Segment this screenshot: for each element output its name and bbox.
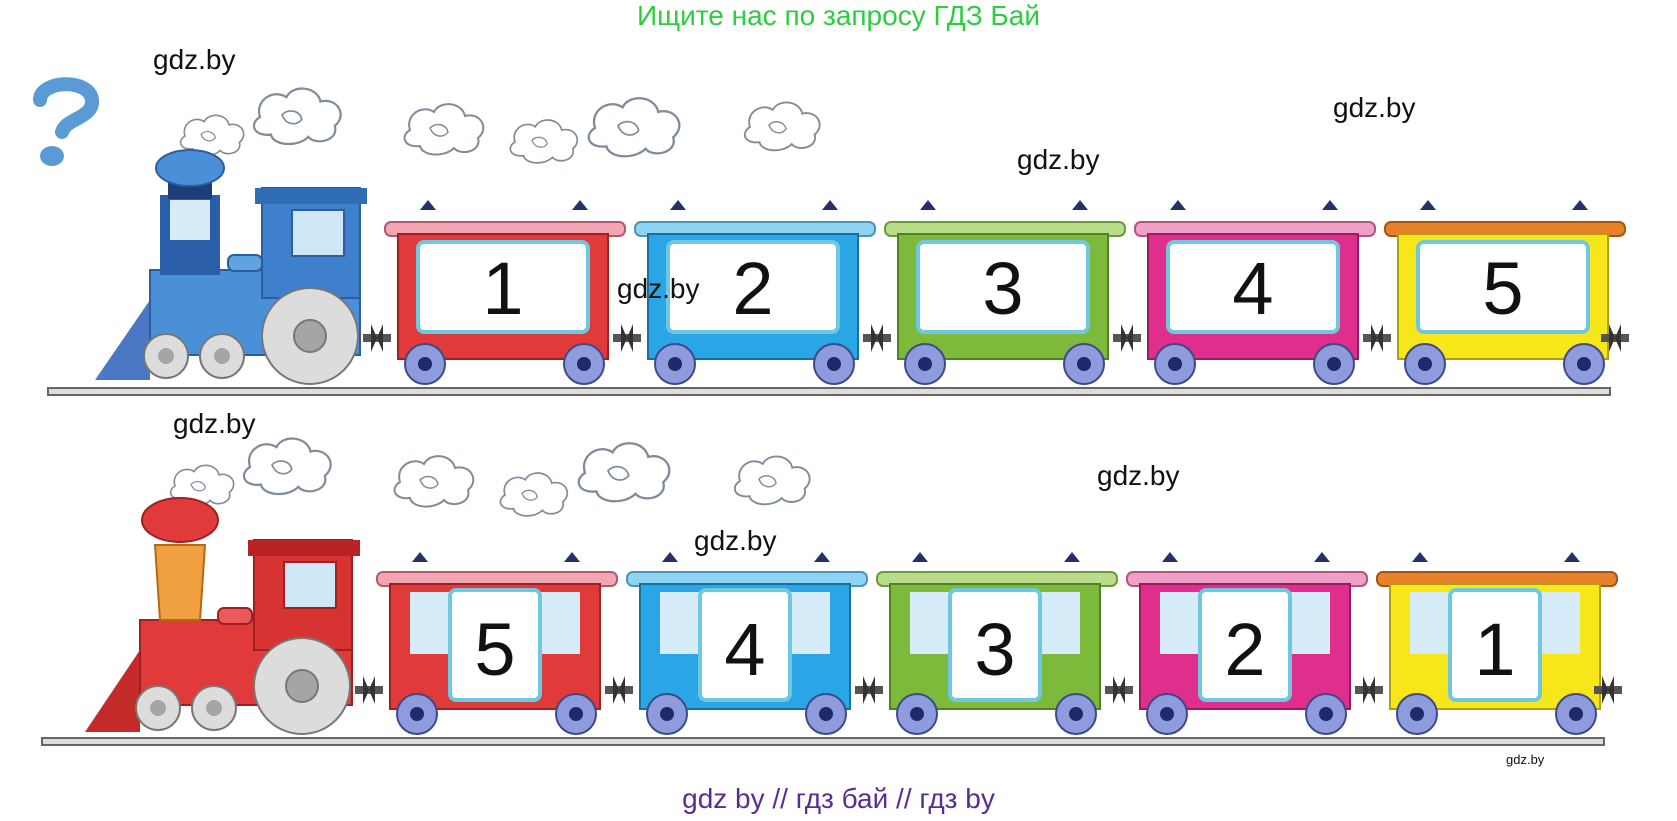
wagon-number-bottom-1: 5 bbox=[474, 608, 515, 691]
watermark: gdz.by bbox=[694, 525, 777, 556]
wagon-number-top-1: 1 bbox=[482, 247, 523, 330]
wagon-bottom-2 bbox=[626, 552, 868, 735]
watermark: gdz.by bbox=[153, 44, 236, 75]
wagon-number-bottom-2: 4 bbox=[724, 608, 765, 691]
watermark-small: gdz.by bbox=[1506, 752, 1545, 767]
wagon-top-4 bbox=[1134, 200, 1376, 385]
top-train: 1 2 3 4 5 bbox=[47, 87, 1629, 396]
rail-top bbox=[47, 387, 1611, 396]
watermark: gdz.by bbox=[1017, 144, 1100, 175]
wagon-bottom-4 bbox=[1126, 552, 1368, 735]
wagon-bottom-3 bbox=[876, 552, 1118, 735]
rail-bottom bbox=[41, 737, 1605, 746]
watermark: gdz.by bbox=[617, 273, 700, 304]
locomotive-top bbox=[95, 149, 367, 385]
smoke-clouds-top bbox=[179, 87, 821, 164]
watermark: gdz.by bbox=[1333, 92, 1416, 123]
wagon-number-top-2: 2 bbox=[732, 247, 773, 330]
wagon-number-top-5: 5 bbox=[1482, 247, 1523, 330]
watermark: gdz.by bbox=[1097, 460, 1180, 491]
wagon-bottom-5 bbox=[1376, 552, 1618, 735]
smoke-clouds-bottom bbox=[169, 437, 811, 517]
search-hint-banner: Ищите нас по запросу ГДЗ Бай bbox=[636, 0, 1041, 31]
wagon-top-2 bbox=[634, 200, 876, 385]
wagon-number-bottom-4: 2 bbox=[1224, 608, 1265, 691]
wagon-number-bottom-3: 3 bbox=[974, 608, 1015, 691]
wagon-top-1 bbox=[384, 200, 626, 385]
wagon-number-bottom-5: 1 bbox=[1474, 608, 1515, 691]
watermark: gdz.by bbox=[173, 408, 256, 439]
wagon-top-5 bbox=[1384, 200, 1626, 385]
footer-links-text: gdz by // гдз бай // гдз by bbox=[682, 783, 995, 814]
wagon-number-top-3: 3 bbox=[982, 247, 1023, 330]
wagon-bottom-1 bbox=[376, 552, 618, 735]
locomotive-bottom bbox=[85, 497, 360, 735]
wagon-number-top-4: 4 bbox=[1232, 247, 1273, 330]
question-mark-icon bbox=[33, 77, 99, 166]
wagon-top-3 bbox=[884, 200, 1126, 385]
bottom-train: 5 4 3 2 1 bbox=[41, 437, 1622, 746]
